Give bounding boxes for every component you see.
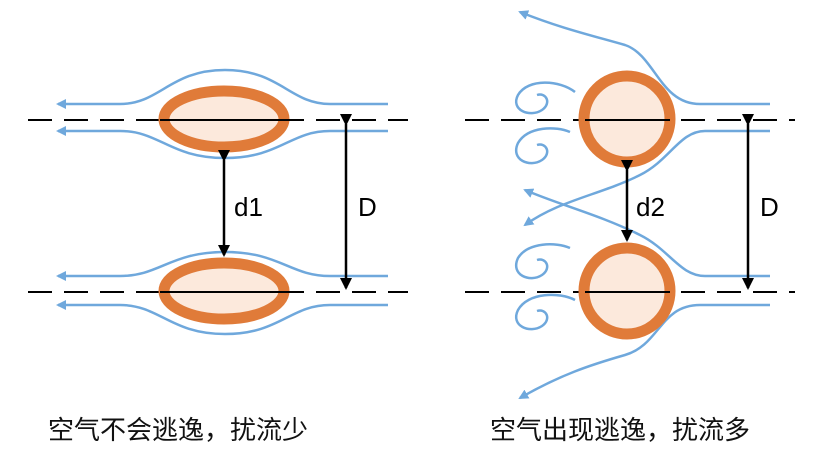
- flow-line: [56, 300, 388, 336]
- flow-line: [518, 303, 770, 400]
- vortex-swirl: [514, 127, 571, 165]
- right-D-label: D: [760, 192, 779, 222]
- d1-label: d1: [234, 192, 263, 222]
- flow-line: [523, 188, 770, 278]
- left-caption: 空气不会逃逸，扰流少: [48, 416, 309, 446]
- right-flow-lines: [514, 10, 770, 400]
- flow-line: [56, 68, 388, 109]
- d2-label: d2: [636, 192, 665, 222]
- right-panel: d2 D: [465, 10, 795, 400]
- flow-line: [523, 129, 770, 227]
- vortex-swirl: [514, 81, 576, 115]
- flow-line: [518, 10, 770, 106]
- left-panel: d1 D: [28, 68, 408, 336]
- right-caption: 空气出现逃逸，扰流多: [490, 416, 751, 446]
- vortex-swirl: [514, 293, 576, 331]
- left-D-label: D: [358, 192, 377, 222]
- vortex-swirl: [514, 243, 571, 280]
